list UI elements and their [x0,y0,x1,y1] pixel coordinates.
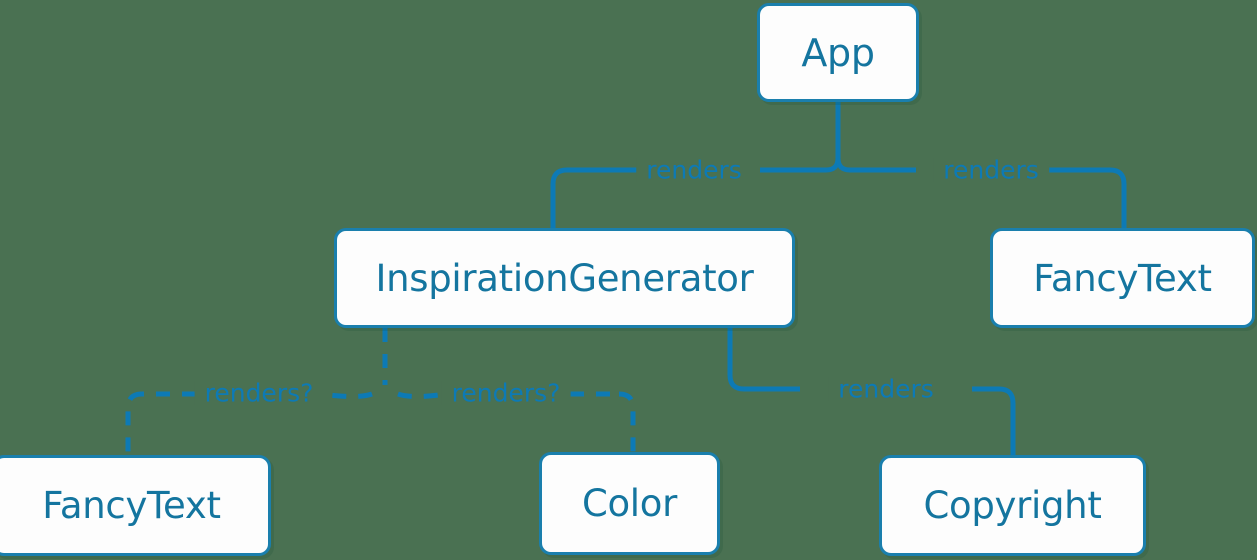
node-fancytext-bottom[interactable]: FancyText [0,455,271,556]
node-color-label: Color [581,482,678,525]
node-fancytext-bottom-label: FancyText [42,484,221,527]
node-fancytext-right[interactable]: FancyText [990,228,1255,328]
edge-inspiration-to-copyright [727,328,800,392]
node-app-label: App [801,30,875,75]
edge-label-inspiration-to-copyright: renders [828,376,944,402]
node-fancytext-right-label: FancyText [1033,256,1212,300]
edge-label-app-to-fancytext: renders [933,157,1049,183]
edge-inspiration-to-fancytext-drop [125,391,143,455]
edge-inspiration-to-copyright-tail [972,386,1016,455]
node-color[interactable]: Color [539,452,720,555]
edge-inspiration-to-color-drop [618,391,636,452]
node-copyright-label: Copyright [923,484,1102,527]
edge-label-inspiration-to-color: renders? [441,380,571,406]
edge-app-stem-right [835,157,916,173]
node-inspiration-generator[interactable]: InspirationGenerator [334,228,795,328]
node-inspiration-generator-label: InspirationGenerator [375,256,754,300]
edge-app-stem [760,102,841,173]
edge-label-inspiration-to-fancytext: renders? [194,380,324,406]
node-copyright[interactable]: Copyright [879,455,1146,556]
edge-label-app-to-inspiration: renders [636,157,752,183]
node-app[interactable]: App [757,3,919,102]
